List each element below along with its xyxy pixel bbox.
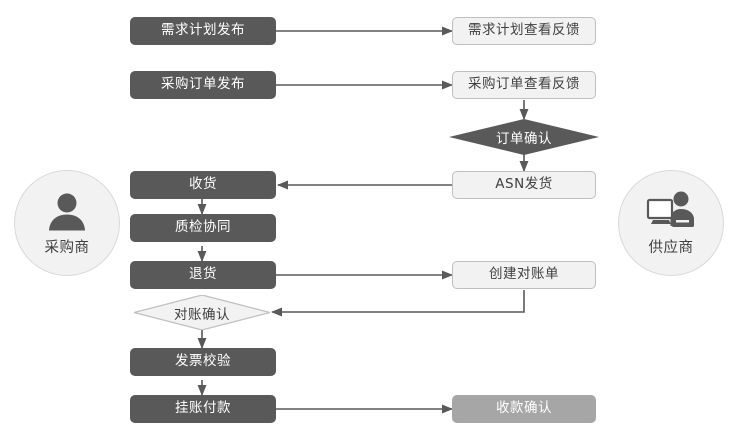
node-receive-goods[interactable]: 收货 [130, 171, 276, 199]
node-order-confirm[interactable]: 订单确认 [449, 119, 599, 155]
node-receipt-confirm[interactable]: 收款确认 [452, 395, 596, 423]
node-pending-payment[interactable]: 挂账付款 [130, 395, 276, 423]
actor-supplier[interactable]: 供应商 [618, 170, 724, 276]
actor-supplier-label: 供应商 [648, 240, 694, 256]
node-po-feedback[interactable]: 采购订单查看反馈 [452, 71, 596, 99]
node-demand-plan-publish[interactable]: 需求计划发布 [130, 17, 276, 45]
actor-buyer-label: 采购商 [44, 240, 90, 256]
node-statement-confirm[interactable]: 对账确认 [133, 294, 271, 331]
node-demand-plan-feedback[interactable]: 需求计划查看反馈 [452, 17, 596, 45]
node-invoice-verify[interactable]: 发票校验 [130, 348, 276, 376]
node-return-goods[interactable]: 退货 [130, 261, 276, 289]
diamond-shape-order-confirm [449, 119, 599, 155]
node-qc-collab[interactable]: 质检协同 [130, 214, 276, 242]
node-asn-ship[interactable]: ASN发货 [452, 171, 596, 199]
node-order-confirm-label: 订单确认 [496, 131, 552, 147]
node-create-statement[interactable]: 创建对账单 [452, 261, 596, 289]
edge-statement-confirm [270, 290, 525, 317]
actor-buyer[interactable]: 采购商 [14, 170, 120, 276]
person-icon [49, 193, 85, 231]
person-at-computer-icon [646, 191, 694, 227]
node-statement-confirm-label: 对账确认 [174, 306, 230, 323]
node-po-publish[interactable]: 采购订单发布 [130, 71, 276, 99]
